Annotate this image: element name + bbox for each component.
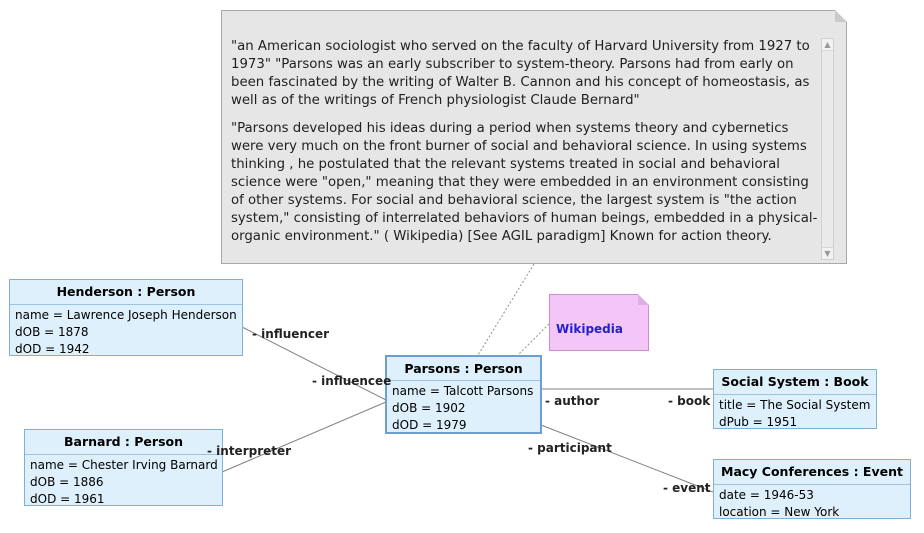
object-attribute: dPub = 1951 bbox=[719, 415, 798, 429]
note-fold-corner bbox=[835, 10, 847, 22]
wikipedia-note[interactable]: Wikipedia bbox=[549, 294, 649, 351]
object-attribute: name = Chester Irving Barnard bbox=[30, 458, 218, 472]
object-attribute: dOD = 1979 bbox=[392, 418, 467, 432]
object-attribute: name = Talcott Parsons bbox=[392, 384, 534, 398]
note-scrollbar[interactable]: ▲ ▼ bbox=[821, 38, 834, 260]
comment-note[interactable]: "an American sociologist who served on t… bbox=[221, 10, 847, 264]
object-title: Henderson : Person bbox=[10, 280, 242, 305]
object-attribute: location = New York bbox=[719, 505, 840, 519]
object-barnard[interactable]: Barnard : Person name = Chester Irving B… bbox=[24, 429, 223, 506]
note-fold-corner bbox=[638, 294, 649, 305]
object-social-system[interactable]: Social System : Book title = The Social … bbox=[713, 369, 877, 429]
note-paragraph: "an American sociologist who served on t… bbox=[231, 39, 810, 108]
wiki-note-anchor-line bbox=[517, 323, 550, 356]
note-anchor-line bbox=[477, 263, 535, 356]
object-macy-conferences[interactable]: Macy Conferences : Event date = 1946-53 … bbox=[713, 459, 911, 519]
link-henderson-parsons[interactable] bbox=[241, 326, 387, 401]
role-label-author: - author bbox=[545, 394, 600, 408]
object-attribute: dOB = 1902 bbox=[392, 401, 466, 415]
object-title: Barnard : Person bbox=[25, 430, 222, 455]
object-title: Macy Conferences : Event bbox=[714, 460, 910, 485]
role-label-interpreter: - interpreter bbox=[207, 444, 292, 458]
object-attribute: title = The Social System bbox=[719, 398, 871, 412]
role-label-participant: - participant bbox=[528, 441, 612, 455]
object-attribute: date = 1946-53 bbox=[719, 488, 814, 502]
object-attribute: name = Lawrence Joseph Henderson bbox=[15, 308, 237, 322]
object-attribute: dOD = 1961 bbox=[30, 492, 105, 506]
link-barnard-parsons[interactable] bbox=[221, 401, 387, 473]
object-parsons[interactable]: Parsons : Person name = Talcott Parsons … bbox=[385, 355, 542, 434]
object-attribute: dOD = 1942 bbox=[15, 342, 90, 356]
object-henderson[interactable]: Henderson : Person name = Lawrence Josep… bbox=[9, 279, 243, 356]
object-title: Social System : Book bbox=[714, 370, 876, 395]
scroll-down-icon[interactable]: ▼ bbox=[822, 247, 833, 259]
role-label-book: - book bbox=[668, 394, 711, 408]
object-attribute: dOB = 1886 bbox=[30, 475, 104, 489]
wikipedia-link[interactable]: Wikipedia bbox=[556, 322, 623, 336]
object-title: Parsons : Person bbox=[387, 357, 540, 381]
note-text: "an American sociologist who served on t… bbox=[231, 38, 821, 256]
role-label-influencer: - influencer bbox=[252, 327, 330, 341]
scroll-up-icon[interactable]: ▲ bbox=[822, 39, 833, 51]
role-label-influencee: - influencee bbox=[312, 374, 392, 388]
link-parsons-event[interactable] bbox=[540, 424, 714, 493]
note-paragraph: "Parsons developed his ideas during a pe… bbox=[231, 121, 818, 244]
object-attribute: dOB = 1878 bbox=[15, 325, 89, 339]
role-label-event: - event bbox=[663, 481, 711, 495]
